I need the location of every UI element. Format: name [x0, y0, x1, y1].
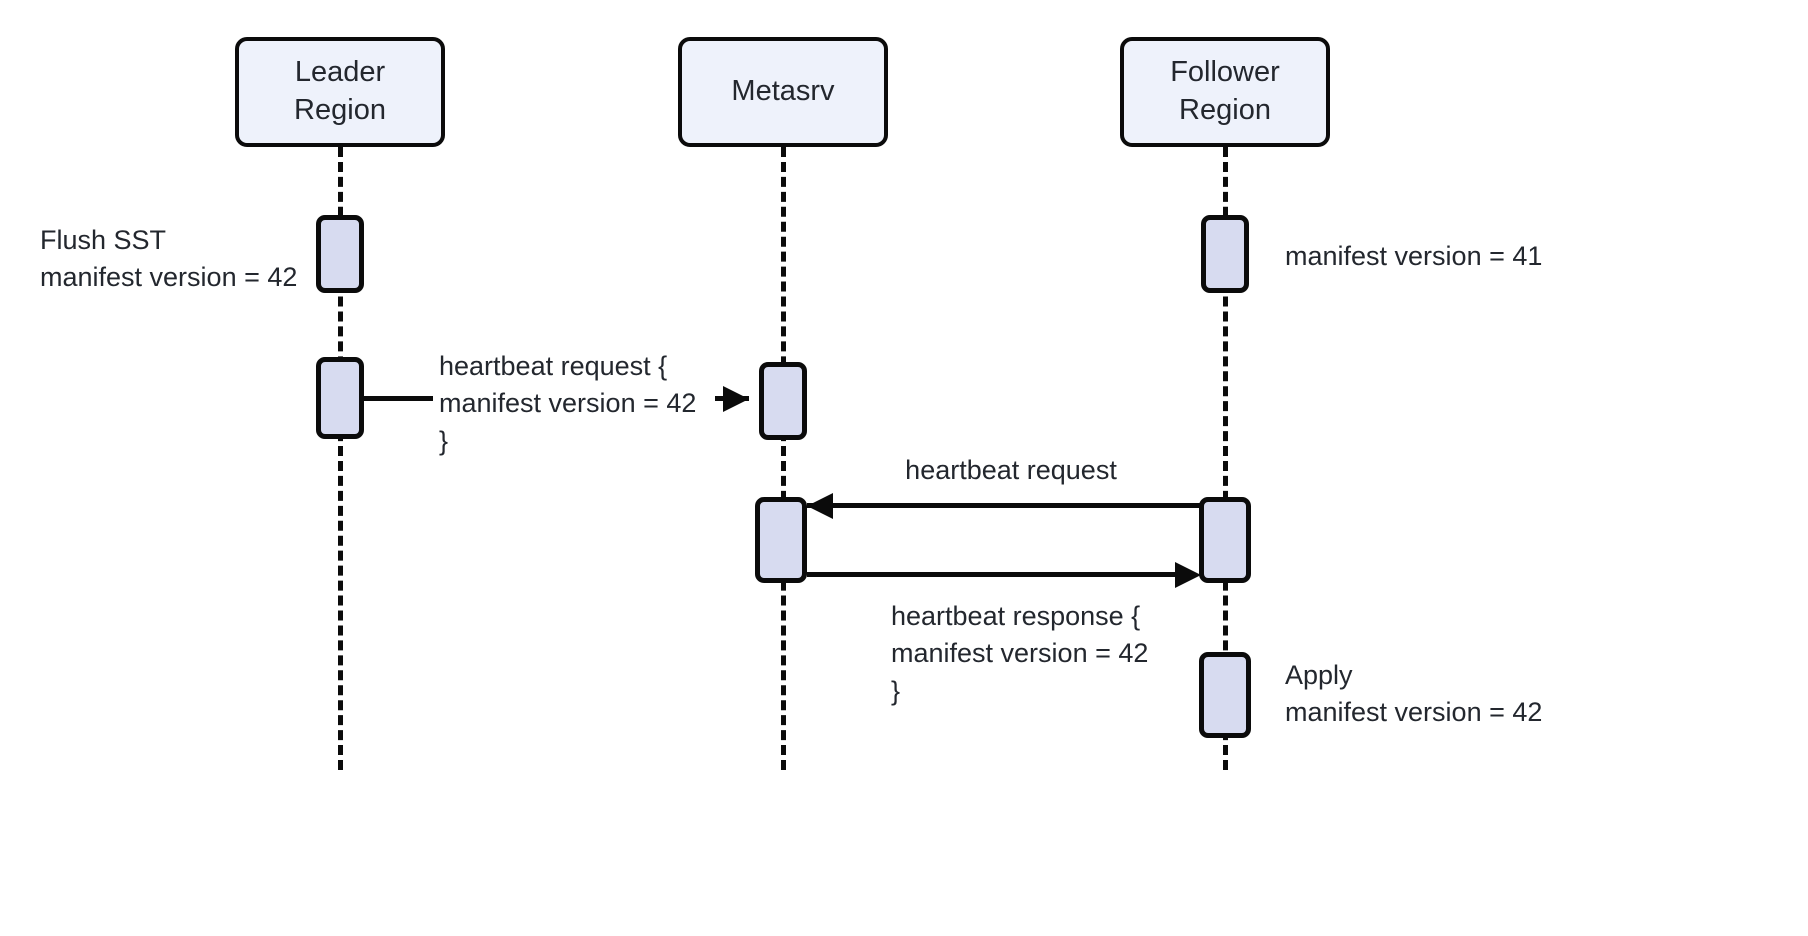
- activation-follower-heartbeat: [1199, 497, 1251, 583]
- arrow-head-leader-heartbeat-request: [723, 386, 749, 412]
- activation-leader-heartbeat: [316, 357, 364, 439]
- message-line-metasrv-heartbeat-response: [807, 572, 1175, 577]
- lifeline-metasrv: [781, 147, 786, 770]
- activation-metasrv-leader-heartbeat: [759, 362, 807, 440]
- participant-follower-region[interactable]: Follower Region: [1120, 37, 1330, 147]
- activation-follower-apply: [1199, 652, 1251, 738]
- participant-leader-region[interactable]: Leader Region: [235, 37, 445, 147]
- participant-metasrv[interactable]: Metasrv: [678, 37, 888, 147]
- lifeline-follower: [1223, 147, 1228, 770]
- message-label-follower-heartbeat-request: heartbeat request: [870, 452, 1152, 490]
- activation-metasrv-follower-heartbeat: [755, 497, 807, 583]
- note-follower-manifest-version: manifest version = 41: [1285, 241, 1543, 271]
- note-apply-manifest-version: Apply manifest version = 42: [1285, 660, 1543, 728]
- activation-leader-flush: [316, 215, 364, 293]
- activation-follower-initial: [1201, 215, 1249, 293]
- message-label-metasrv-heartbeat-response: heartbeat response { manifest version = …: [885, 598, 1197, 710]
- arrow-head-metasrv-heartbeat-response: [1175, 562, 1201, 588]
- note-flush-sst: Flush SST manifest version = 42: [40, 225, 298, 293]
- lifeline-leader: [338, 147, 343, 770]
- message-line-follower-heartbeat-request: [807, 503, 1201, 508]
- arrow-head-follower-heartbeat-request: [807, 493, 833, 519]
- message-label-leader-heartbeat-request: heartbeat request { manifest version = 4…: [433, 348, 715, 460]
